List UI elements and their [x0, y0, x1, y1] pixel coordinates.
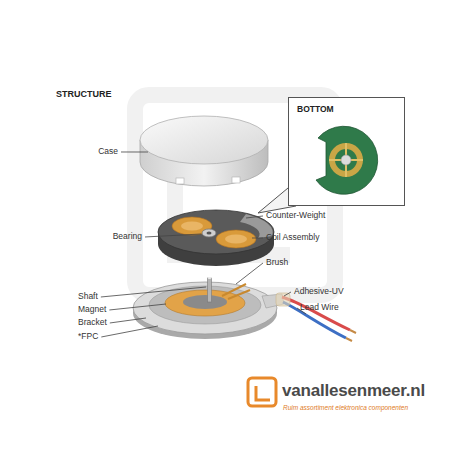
- rotor-part: [158, 210, 274, 266]
- leader-line: [121, 151, 148, 152]
- part-label: Counter-Weight: [266, 211, 325, 221]
- bracket-part: [133, 277, 284, 339]
- part-label: Bracket: [78, 318, 107, 328]
- part-label: Adhesive-UV: [294, 287, 344, 297]
- diagram-title: STRUCTURE: [56, 89, 112, 99]
- part-label: Case: [98, 147, 118, 157]
- inset-box: BOTTOM: [288, 97, 405, 206]
- leader-line: [246, 216, 263, 218]
- inset-heading: BOTTOM: [297, 104, 334, 114]
- part-label: Magnet: [78, 305, 106, 315]
- leader-lines: [101, 152, 306, 337]
- case-part: [140, 116, 268, 186]
- leader-line: [236, 263, 263, 284]
- part-label: Lead Wire: [300, 303, 339, 313]
- part-label: *FPC: [78, 332, 98, 342]
- leader-line: [110, 318, 146, 323]
- lead-wires: [276, 293, 356, 341]
- leader-line: [252, 237, 263, 238]
- brand-slogan: Ruim assortiment elektronica componenten: [283, 404, 408, 411]
- part-label: Brush: [266, 258, 288, 268]
- leader-line: [101, 287, 206, 297]
- leader-line: [109, 304, 166, 310]
- leader-line: [101, 326, 158, 337]
- brand-name: vanallesenmeer.nl: [282, 381, 425, 401]
- part-label: Bearing: [113, 232, 142, 242]
- part-label: Coil Assembly: [266, 233, 319, 243]
- leader-line: [145, 234, 201, 237]
- brand-icon: [248, 378, 276, 406]
- bottom-inset-picture: [258, 97, 405, 213]
- part-label: Shaft: [78, 292, 98, 302]
- leader-line: [284, 292, 291, 296]
